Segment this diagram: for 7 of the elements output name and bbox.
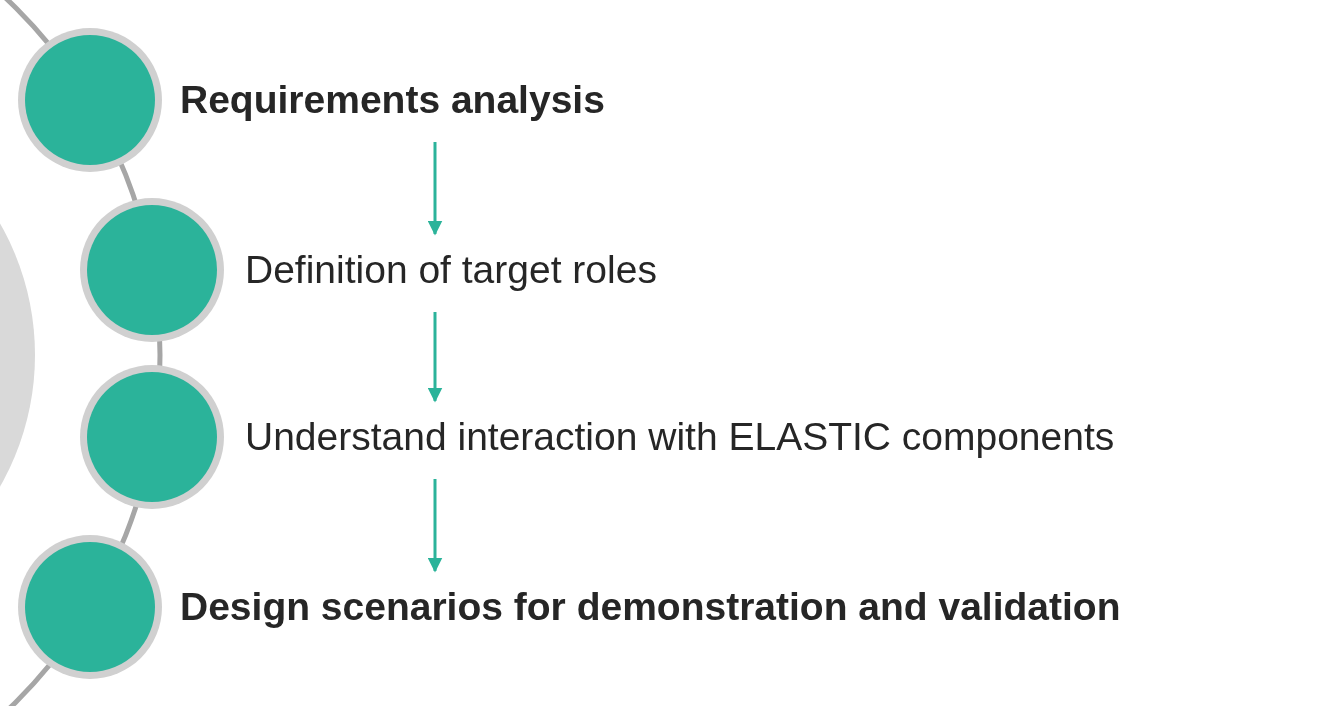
arrow <box>427 312 443 403</box>
arrow <box>427 479 443 573</box>
step-label: Understand interaction with ELASTIC components <box>245 415 1115 459</box>
step-label: Design scenarios for demonstration and validation <box>180 585 1121 629</box>
step-label: Requirements analysis <box>180 78 605 122</box>
step-label: Definition of target roles <box>245 248 657 292</box>
arrow <box>427 142 443 236</box>
